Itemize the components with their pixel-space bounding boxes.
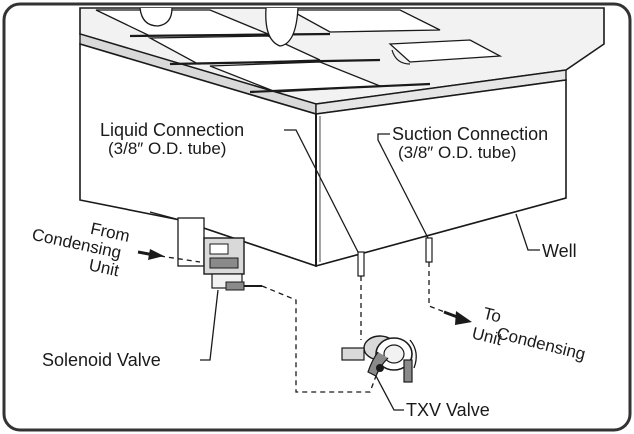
leader-txv (375, 375, 404, 411)
solenoid-valve-assembly (177, 217, 262, 291)
pipe-suction-to-condensing (428, 262, 451, 315)
well-unit (79, 7, 605, 268)
leader-lines (200, 129, 540, 411)
liquid-connection-detail: (3/8″ O.D. tube) (108, 139, 226, 158)
suction-connection-detail: (3/8″ O.D. tube) (398, 143, 516, 162)
suction-tube-stub (425, 237, 433, 263)
pipe-from-condensing (159, 255, 201, 263)
leader-suction (377, 133, 429, 239)
flow-arrows (137, 249, 472, 325)
suction-connection-title: Suction Connection (392, 124, 548, 144)
leader-solenoid (200, 289, 219, 361)
solenoid-valve-label: Solenoid Valve (42, 350, 161, 370)
pipe-solenoid-to-txv (261, 285, 377, 393)
txv-valve (341, 335, 417, 383)
piping-dashed (159, 255, 451, 393)
liquid-tube-stub (357, 251, 365, 277)
liquid-connection-title: Liquid Connection (100, 120, 244, 140)
pan-opening-4 (289, 9, 441, 33)
pan-opening-5 (388, 39, 503, 63)
solenoid-mount-plate (177, 217, 205, 267)
txv-valve-label: TXV Valve (406, 400, 490, 420)
food-pan-openings (95, 7, 503, 94)
arrow-to-condensing (443, 310, 472, 325)
leader-well (515, 213, 540, 251)
solenoid-body (203, 237, 245, 275)
arrow-from-condensing (137, 249, 164, 260)
well-label: Well (542, 241, 577, 261)
leader-liquid (284, 129, 359, 253)
to-line-1: To (481, 304, 503, 327)
